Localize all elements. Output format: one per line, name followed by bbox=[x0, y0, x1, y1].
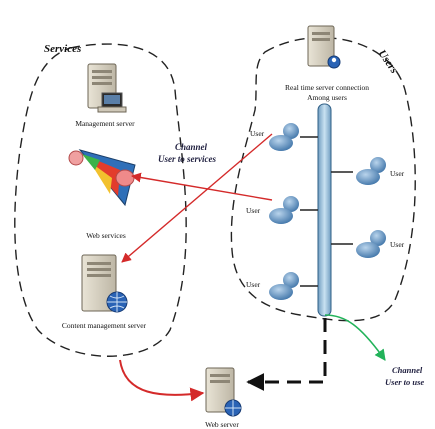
realtime-label-line1: Real time server connection bbox=[285, 83, 369, 92]
services-label: Services bbox=[44, 43, 81, 55]
channel-services-label-line2: User to services bbox=[158, 154, 216, 164]
bus-to-web-server-link bbox=[246, 318, 327, 391]
content-server-icon bbox=[81, 254, 128, 313]
web-server-icon bbox=[205, 367, 242, 417]
user-bus bbox=[317, 103, 332, 317]
channel-arrow-to-content-server bbox=[121, 133, 273, 263]
web-services-label: Web services bbox=[86, 231, 126, 240]
channel-services-label-line1: Channel bbox=[175, 142, 208, 152]
realtime-server-icon bbox=[307, 25, 341, 69]
web-services-icon bbox=[68, 149, 136, 207]
content-server-label: Content management server bbox=[62, 321, 147, 330]
user-label-left-mid: User bbox=[246, 206, 261, 215]
channel-use-label-line1: Channel bbox=[392, 365, 423, 375]
user-icon-left-bottom bbox=[269, 272, 299, 300]
services-group-outline bbox=[14, 43, 187, 357]
realtime-label-line2: Among users bbox=[307, 93, 347, 102]
bus-connectors bbox=[300, 136, 353, 287]
management-server-icon bbox=[87, 63, 127, 113]
user-icon-right-top bbox=[356, 157, 386, 185]
user-label-right-top: User bbox=[390, 169, 405, 178]
user-label-right-bottom: User bbox=[390, 240, 405, 249]
users-group-outline bbox=[230, 36, 416, 322]
channel-user-to-use-arrow bbox=[324, 314, 386, 361]
user-icon-left-mid bbox=[269, 196, 299, 224]
user-icon-left-top bbox=[269, 123, 299, 151]
user-icon-right-bottom bbox=[356, 230, 386, 258]
user-label-left-top: User bbox=[250, 129, 265, 138]
content-to-web-server-arrow bbox=[119, 359, 205, 402]
user-label-left-bottom: User bbox=[246, 280, 261, 289]
channel-use-label-line2: User to use bbox=[385, 377, 424, 387]
management-server-label: Management server bbox=[75, 119, 135, 128]
channel-arrow-to-web-services bbox=[131, 172, 273, 201]
web-server-label: Web server bbox=[205, 420, 239, 429]
